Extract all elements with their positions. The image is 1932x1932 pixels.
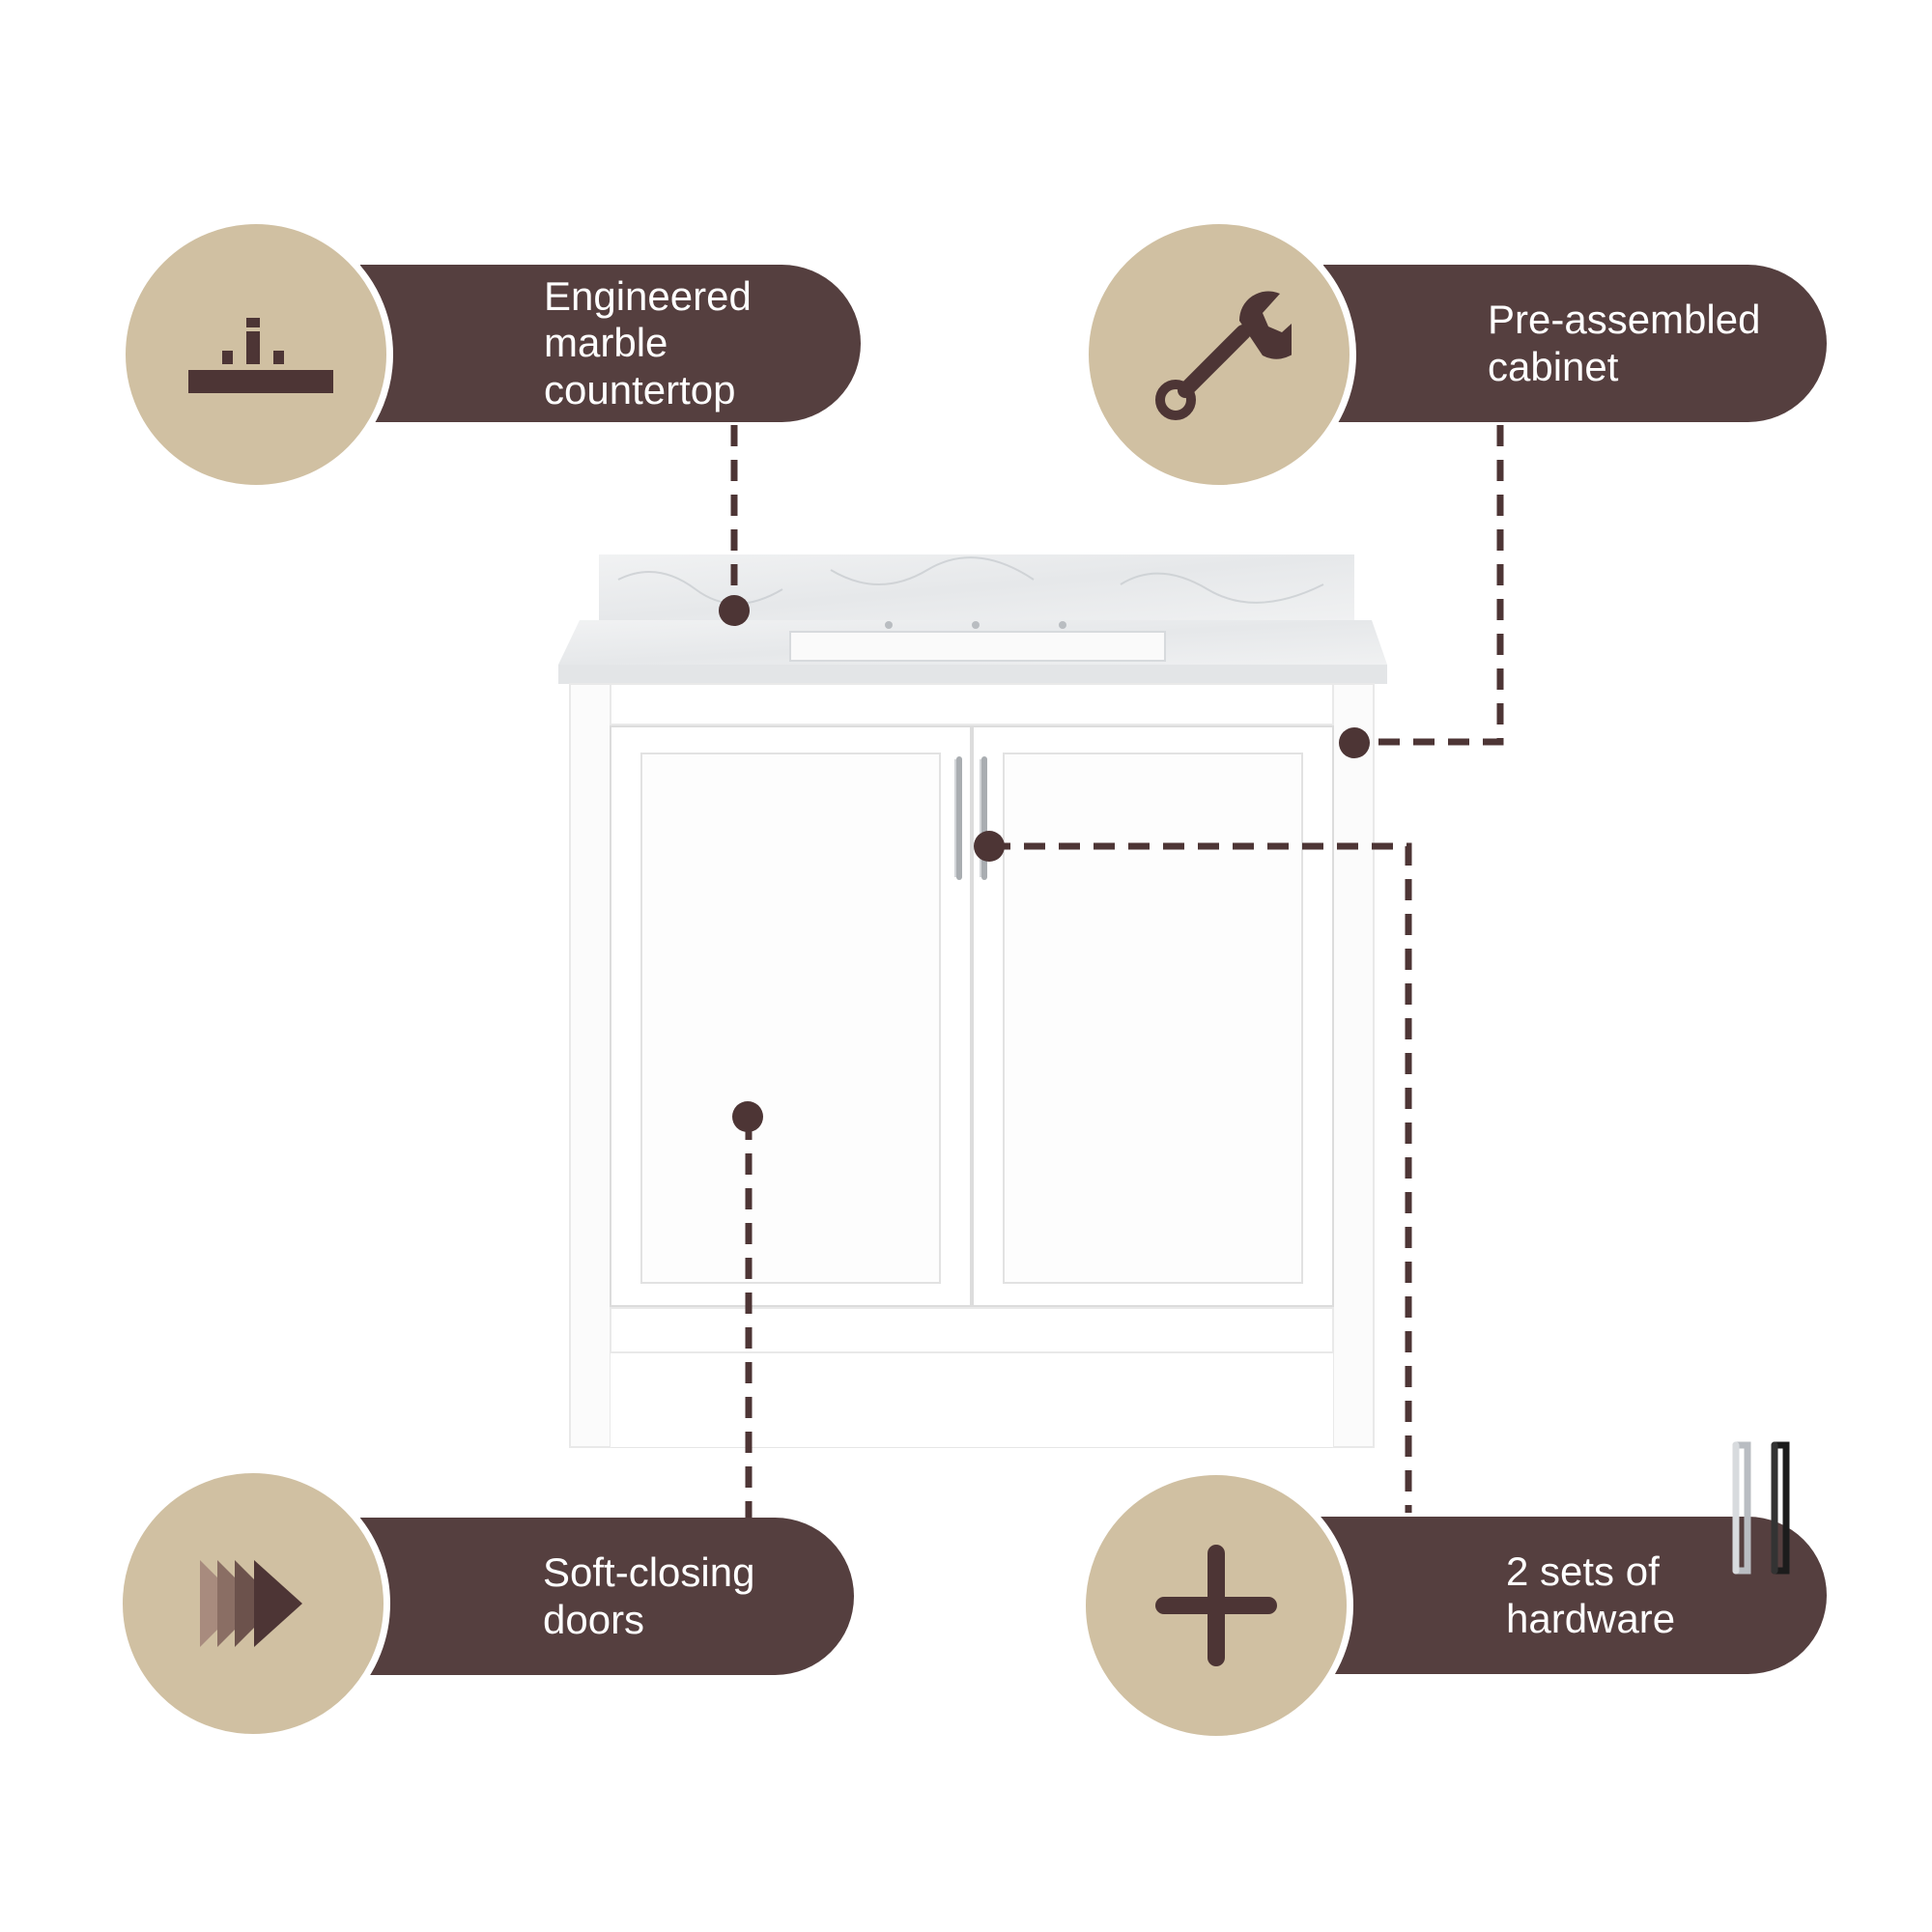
countertop-edge (558, 665, 1387, 684)
toe-kick-gap (611, 1352, 1333, 1447)
plus-icon (1155, 1545, 1277, 1666)
countertop-badge (119, 217, 393, 492)
faucet-holes (885, 621, 1066, 629)
handle-pulls-icon (1732, 1441, 1790, 1575)
cabinet-label: Pre-assembled cabinet (1488, 297, 1761, 389)
hardware-label: 2 sets of hardware (1506, 1548, 1676, 1641)
dot-hardware (974, 831, 1005, 862)
top-rail (610, 683, 1334, 725)
doors-pill: Soft-closing doors (357, 1518, 854, 1675)
left-leg (569, 683, 611, 1448)
dot-doors (732, 1101, 763, 1132)
connector-hardware (989, 842, 1412, 1513)
wrench-icon (1155, 291, 1292, 420)
doors-badge (116, 1466, 390, 1741)
cabinet-pill: Pre-assembled cabinet (1323, 265, 1827, 422)
sink-basin (789, 631, 1166, 662)
right-door-panel (1003, 753, 1303, 1284)
faucet-on-counter-icon (188, 318, 333, 393)
dot-cabinet (1339, 727, 1370, 758)
bottom-rail (610, 1307, 1334, 1353)
connector-cabinet (1354, 425, 1504, 746)
hardware-pill: 2 sets of hardware (1321, 1517, 1827, 1674)
dot-countertop (719, 595, 750, 626)
countertop-label-line2: countertop (544, 366, 736, 412)
vanity-illustration (558, 554, 1387, 1448)
right-leg (1332, 683, 1375, 1448)
fast-forward-arrows-icon (200, 1560, 302, 1647)
doors-label: Soft-closing doors (543, 1549, 755, 1642)
hardware-badge (1079, 1468, 1353, 1743)
countertop-pill: Engineered marble countertop (360, 265, 861, 422)
countertop-label-line1: Engineered marble (544, 273, 752, 366)
left-door-panel (640, 753, 941, 1284)
cabinet-badge (1082, 217, 1356, 492)
